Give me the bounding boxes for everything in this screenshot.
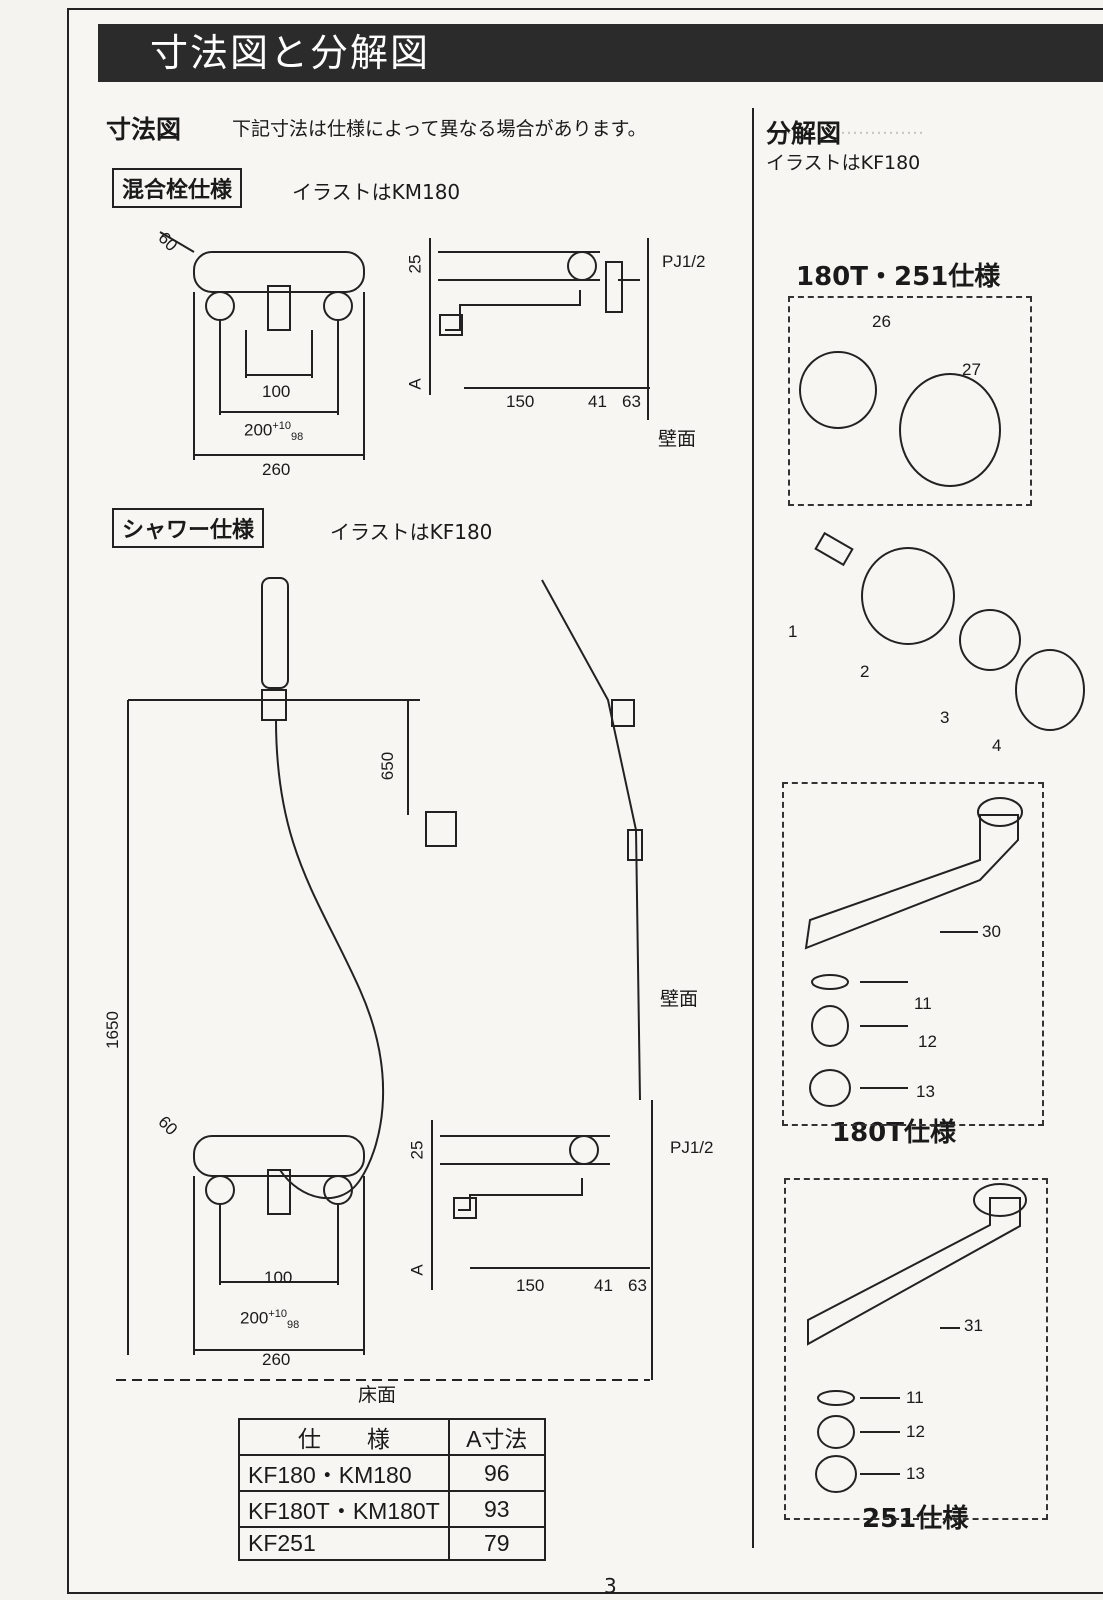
part-number: 4: [992, 736, 1002, 755]
a-value-cell: 93: [447, 1490, 546, 1528]
bleed-through-text: ……………………: [780, 118, 924, 139]
part-number: 30: [982, 922, 1001, 941]
mixer-dim-width: 260: [262, 460, 291, 479]
spec-table: 仕 様 A寸法 KF180・KM180 96 KF180T・KM180T 93 …: [238, 1418, 546, 1561]
exploded-section-title: 分解図: [766, 119, 842, 148]
shower-dim-63: 63: [628, 1276, 647, 1295]
mixer-illustration-note: イラストはKM180: [292, 180, 461, 204]
spec-cell: KF180・KM180: [238, 1454, 450, 1492]
mixer-dim-41: 41: [588, 392, 607, 411]
dimension-note: 下記寸法は仕様によって異なる場合があります。: [232, 118, 647, 140]
table-header: A寸法: [447, 1418, 546, 1456]
mixer-dim-pipe: PJ1/2: [662, 252, 706, 271]
shower-side-view: [431, 579, 653, 1380]
spec-cell: KF180T・KM180T: [238, 1490, 450, 1528]
table-row: KF251 79: [238, 1526, 546, 1561]
shower-dim-spacing: 100: [264, 1268, 293, 1287]
mixer-dim-height-top: 25: [405, 254, 425, 274]
shower-dim-reach: 150: [516, 1276, 545, 1295]
shower-dim-center: 200+1098: [240, 1308, 300, 1332]
table-header: 仕 様: [238, 1418, 450, 1456]
part-number: 2: [860, 662, 870, 681]
part-number: 3: [940, 708, 950, 727]
spec-cell: KF251: [238, 1526, 450, 1561]
shower-dim-41: 41: [594, 1276, 613, 1295]
handle-parts-box: [788, 296, 1032, 506]
spout-180t-box: [782, 782, 1044, 1126]
mixer-spec-label: 混合栓仕様: [112, 168, 243, 208]
part-number: 13: [906, 1464, 925, 1483]
exploded-parts: [799, 351, 1085, 1493]
page-number: 3: [604, 1574, 617, 1598]
mixer-dim-63: 63: [622, 392, 641, 411]
a-value-cell: 79: [447, 1526, 546, 1561]
mixer-side-view: [429, 238, 650, 420]
group-180t-251-label: 180T・251仕様: [796, 262, 1001, 292]
table-row: KF180・KM180 96: [238, 1454, 546, 1492]
spout-251-box: [784, 1178, 1048, 1520]
mixer-dim-center: 200+1098: [244, 420, 304, 444]
shower-dim-a: A: [407, 1264, 427, 1276]
mixer-wall-label: 壁面: [658, 429, 697, 450]
page-title: 寸法図と分解図: [98, 24, 1103, 82]
mixer-dim-spacing: 100: [262, 382, 291, 401]
part-number: 27: [962, 360, 981, 379]
shower-illustration-note: イラストはKF180: [330, 520, 493, 544]
part-number: 11: [914, 994, 932, 1013]
shower-spec-label: シャワー仕様: [112, 508, 265, 548]
shower-dim-height-top: 25: [407, 1140, 427, 1160]
mixer-dim-a: A: [405, 378, 425, 390]
page-frame: [67, 8, 1103, 1594]
shower-wall-label: 壁面: [660, 989, 699, 1010]
shower-dim-total-height: 1650: [102, 1011, 122, 1049]
shower-dim-pipe: PJ1/2: [670, 1138, 714, 1157]
shower-front-view: [116, 577, 650, 1381]
shower-dim-hook-height: 650: [378, 751, 398, 781]
shower-floor-label: 床面: [358, 1385, 397, 1406]
part-number: 31: [964, 1316, 983, 1335]
spec-180t-label: 180T仕様: [832, 1118, 957, 1148]
part-number: 26: [872, 312, 891, 331]
table-header-row: 仕 様 A寸法: [238, 1418, 546, 1456]
part-number: 13: [916, 1082, 935, 1101]
exploded-illustration-note: イラストはKF180: [766, 152, 921, 174]
part-number: 11: [906, 1388, 924, 1407]
part-number: 1: [788, 622, 798, 641]
table-row: KF180T・KM180T 93: [238, 1490, 546, 1528]
shower-dim-width: 260: [262, 1350, 291, 1369]
a-value-cell: 96: [447, 1454, 546, 1492]
part-number: 12: [918, 1032, 937, 1051]
dimension-section-title: 寸法図: [106, 115, 182, 144]
mixer-dim-reach: 150: [506, 392, 535, 411]
column-divider: [752, 108, 754, 1548]
part-number: 12: [906, 1422, 925, 1441]
mixer-top-view: [159, 231, 365, 460]
